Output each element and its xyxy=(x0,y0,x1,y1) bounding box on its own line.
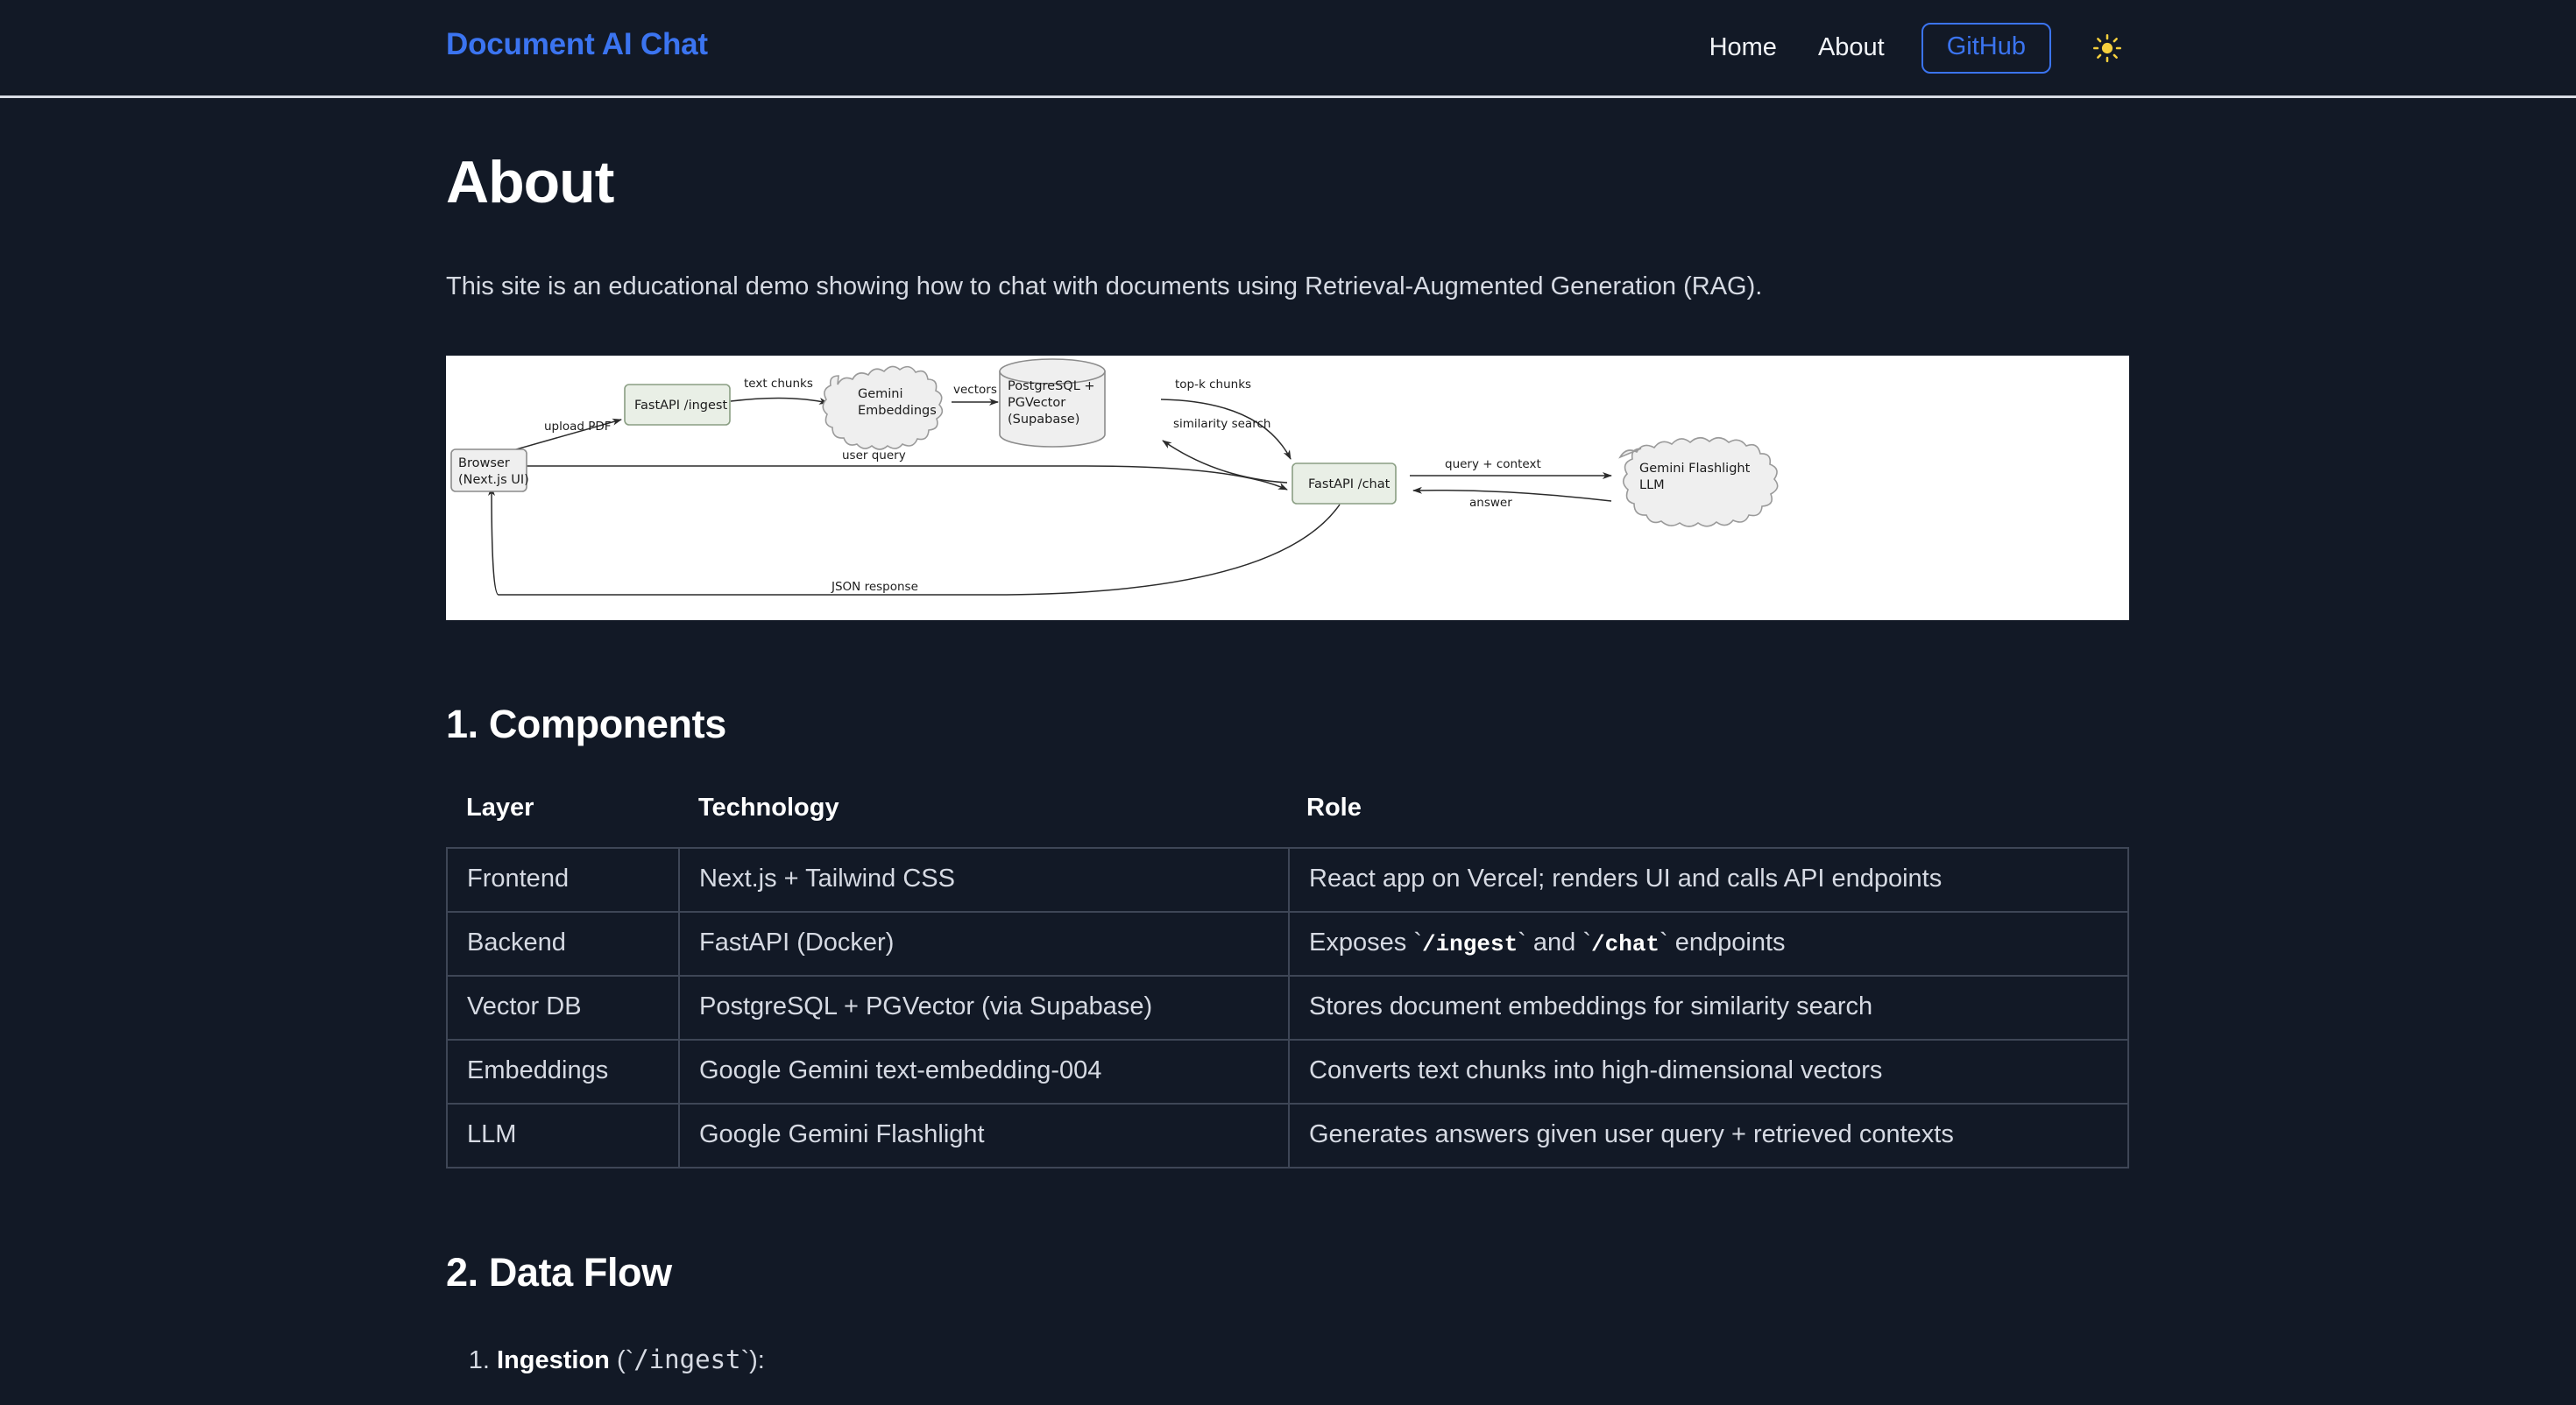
site-header: Document AI Chat Home About GitHub xyxy=(0,0,2576,98)
architecture-diagram: Browser (Next.js UI) FastAPI /ingest Gem… xyxy=(446,356,2129,621)
data-flow-list: Ingestion (`/ingest`): xyxy=(446,1341,2129,1380)
diagram-node-gemini-llm: Gemini Flashlight LLM xyxy=(1618,436,1779,527)
edge-label-upload-pdf: upload PDF xyxy=(544,420,612,434)
nav-item-home[interactable]: Home xyxy=(1709,33,1777,61)
section-heading-data-flow: 2. Data Flow xyxy=(446,1250,672,1296)
page-title: About xyxy=(446,149,614,215)
cell-role-text: Converts text chunks into high-dimension… xyxy=(1309,1056,1883,1085)
table-row: Frontend Next.js + Tailwind CSS React ap… xyxy=(446,847,2129,914)
edge-label-json-response: JSON response xyxy=(831,580,918,594)
node-pgvector-line3: (Supabase) xyxy=(1008,413,1079,427)
cell-role: Generates answers given user query + ret… xyxy=(1288,1103,2129,1169)
nav-item-about[interactable]: About xyxy=(1817,33,1885,61)
cell-layer: Frontend xyxy=(446,847,680,914)
edge-user-query xyxy=(492,465,1288,491)
table-body: Frontend Next.js + Tailwind CSS React ap… xyxy=(446,847,2129,1169)
list-item-pre: (` xyxy=(609,1346,634,1375)
table-row: LLM Google Gemini Flashlight Generates a… xyxy=(446,1103,2129,1169)
cell-technology: FastAPI (Docker) xyxy=(678,911,1290,978)
table-head: Layer Technology Role xyxy=(447,794,2128,848)
list-item-strong: Ingestion xyxy=(497,1346,610,1375)
cell-technology: Google Gemini text-embedding-004 xyxy=(678,1039,1290,1105)
github-button[interactable]: GitHub xyxy=(1921,22,2051,74)
page-body: About This site is an educational demo s… xyxy=(0,152,2576,1380)
diagram-node-pgvector: PostgreSQL + PGVector (Supabase) xyxy=(999,358,1106,448)
node-embeddings-line2: Embeddings xyxy=(858,404,937,418)
edge-label-answer: answer xyxy=(1469,496,1512,510)
table-row: Embeddings Google Gemini text-embedding-… xyxy=(446,1039,2129,1105)
cell-technology: Next.js + Tailwind CSS xyxy=(678,847,1290,914)
section-heading-components: 1. Components xyxy=(446,702,726,747)
inline-code-ingest-path: /ingest xyxy=(633,1345,741,1375)
content-column: About This site is an educational demo s… xyxy=(446,152,2129,1380)
node-pgvector-line1: PostgreSQL + xyxy=(1008,379,1095,393)
cell-technology: PostgreSQL + PGVector (via Supabase) xyxy=(678,975,1290,1041)
node-embeddings-line1: Gemini xyxy=(858,387,903,401)
edge-label-text-chunks: text chunks xyxy=(744,377,813,391)
edge-label-vectors: vectors xyxy=(953,383,997,397)
cell-role-mid: ` and ` xyxy=(1518,928,1591,957)
cell-layer: Vector DB xyxy=(446,975,680,1041)
diagram-node-gemini-embeddings: Gemini Embeddings xyxy=(822,365,944,450)
intro-paragraph: This site is an educational demo showing… xyxy=(446,272,1763,300)
cell-role: Converts text chunks into high-dimension… xyxy=(1288,1039,2129,1105)
list-item-post: `): xyxy=(740,1346,765,1375)
column-header-layer: Layer xyxy=(466,794,534,823)
cell-technology: Google Gemini Flashlight xyxy=(678,1103,1290,1169)
inline-code-chat: /chat xyxy=(1591,931,1660,958)
theme-toggle-button[interactable] xyxy=(2088,29,2127,67)
node-llm-line2: LLM xyxy=(1639,478,1665,492)
diagram-node-fastapi-chat: FastAPI /chat xyxy=(1292,462,1397,505)
cell-layer: LLM xyxy=(446,1103,680,1169)
sun-icon xyxy=(2092,33,2122,62)
diagram-node-browser: Browser (Next.js UI) xyxy=(450,448,529,492)
cell-role: Exposes `/ingest` and `/chat` endpoints xyxy=(1288,911,2129,978)
node-ingest-label: FastAPI /ingest xyxy=(634,399,727,413)
cell-role-text: React app on Vercel; renders UI and call… xyxy=(1309,865,1943,893)
table-row: Vector DB PostgreSQL + PGVector (via Sup… xyxy=(446,975,2129,1041)
cell-role: Stores document embeddings for similarit… xyxy=(1288,975,2129,1041)
node-browser-line1: Browser xyxy=(458,456,510,470)
edge-label-query-context: query + context xyxy=(1445,457,1541,471)
table-row: Backend FastAPI (Docker) Exposes `/inges… xyxy=(446,911,2129,978)
edge-label-user-query: user query xyxy=(842,448,906,462)
cell-role-text: Stores document embeddings for similarit… xyxy=(1309,992,1873,1021)
cell-role: React app on Vercel; renders UI and call… xyxy=(1288,847,2129,914)
node-pgvector-line2: PGVector xyxy=(1008,396,1065,410)
list-item: Ingestion (`/ingest`): xyxy=(497,1341,2129,1380)
edge-text-chunks xyxy=(730,397,829,405)
cell-layer: Backend xyxy=(446,911,680,978)
edge-label-topk-chunks: top-k chunks xyxy=(1175,378,1251,392)
main-nav: Home About GitHub xyxy=(1709,0,2576,95)
node-browser-line2: (Next.js UI) xyxy=(458,473,529,487)
column-header-technology: Technology xyxy=(698,794,839,823)
cell-role-text: Exposes ` xyxy=(1309,928,1422,957)
edge-answer xyxy=(1412,486,1612,502)
brand-logo[interactable]: Document AI Chat xyxy=(446,27,708,61)
cell-role-post: ` endpoints xyxy=(1660,928,1786,957)
node-llm-line1: Gemini Flashlight xyxy=(1639,462,1751,476)
edge-topk-chunks xyxy=(1160,399,1292,460)
inline-code-ingest: /ingest xyxy=(1421,931,1518,958)
diagram-node-fastapi-ingest: FastAPI /ingest xyxy=(624,384,731,426)
column-header-role: Role xyxy=(1306,794,1362,823)
edge-similarity-search xyxy=(1162,440,1288,484)
edge-label-similarity-search: similarity search xyxy=(1173,417,1270,431)
edge-json-response xyxy=(488,486,1341,596)
components-table: Layer Technology Role Frontend Next.js +… xyxy=(446,794,2129,1169)
node-chat-label: FastAPI /chat xyxy=(1308,477,1391,491)
cell-role-text: Generates answers given user query + ret… xyxy=(1309,1120,1954,1149)
table-header-row: Layer Technology Role xyxy=(447,794,2128,848)
cell-layer: Embeddings xyxy=(446,1039,680,1105)
